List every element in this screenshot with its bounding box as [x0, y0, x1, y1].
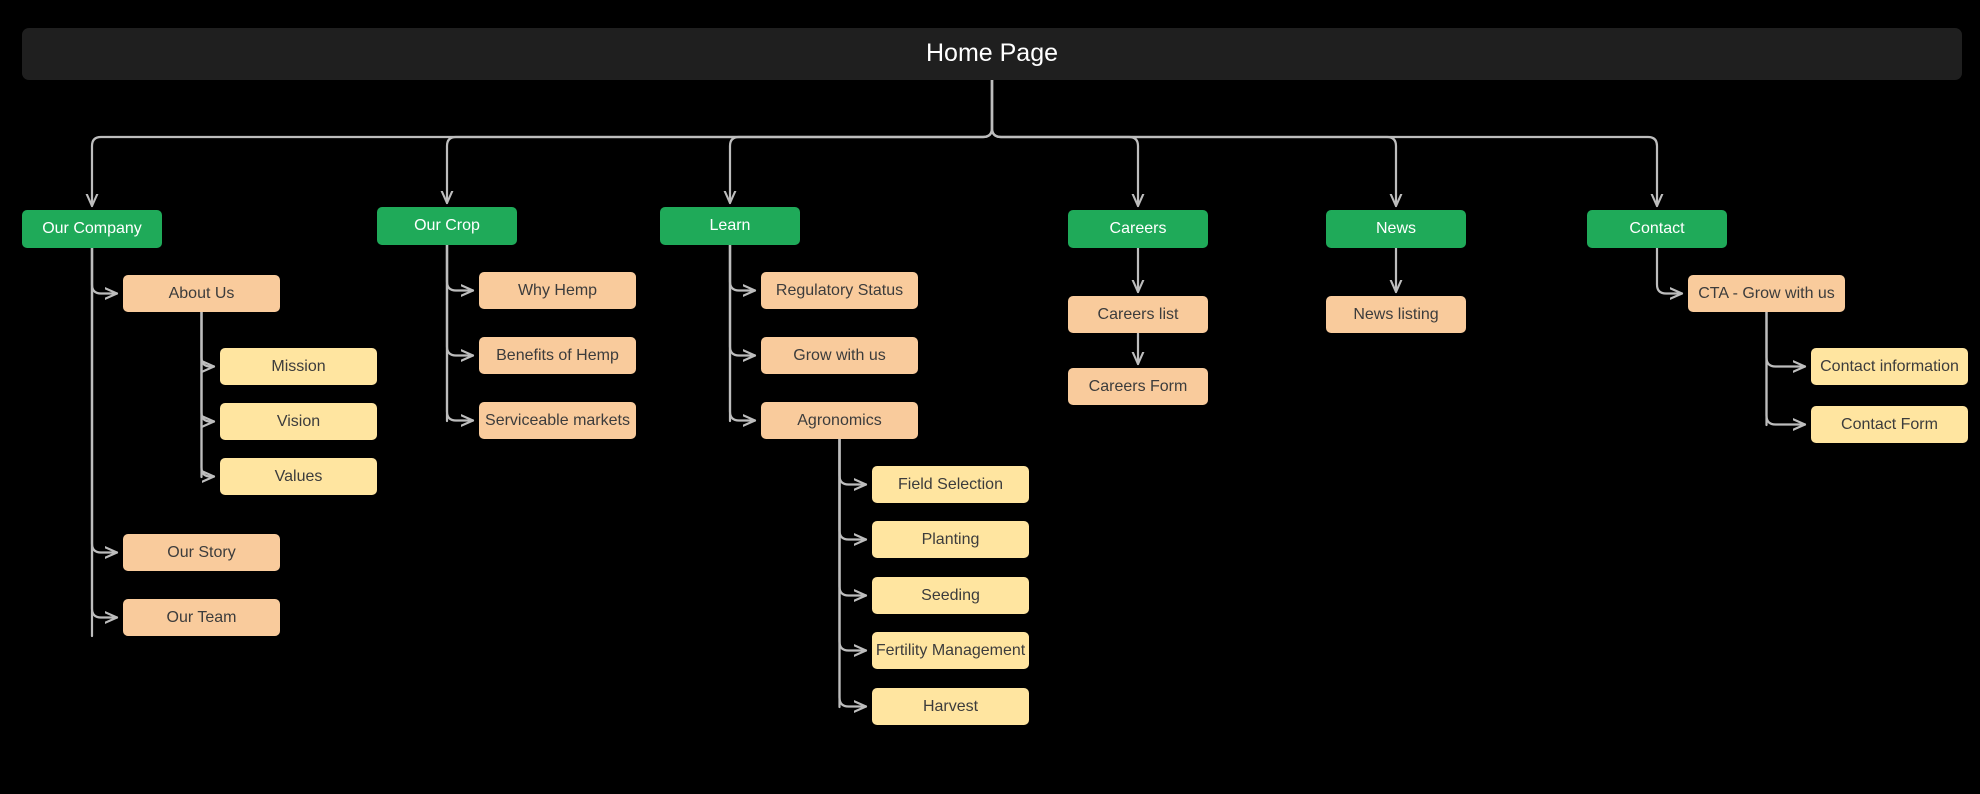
node-serviceable[interactable]: Serviceable markets	[479, 402, 636, 439]
node-label-grow-with-us: Grow with us	[793, 346, 886, 364]
node-benefits-hemp[interactable]: Benefits of Hemp	[479, 337, 636, 374]
edge-about-us-to-vision	[200, 310, 216, 422]
node-label-about-us: About Us	[168, 284, 235, 302]
edge-agronomics-to-harvest	[838, 437, 868, 707]
node-label-regulatory: Regulatory Status	[775, 281, 904, 299]
node-label-fertility: Fertility Management	[875, 641, 1026, 659]
node-label-our-team: Our Team	[166, 608, 237, 626]
node-label-our-crop: Our Crop	[414, 217, 480, 235]
node-about-us[interactable]: About Us	[123, 275, 280, 312]
node-grow-with-us[interactable]: Grow with us	[761, 337, 918, 374]
node-label-careers-list: Careers list	[1097, 305, 1179, 323]
edge-learn-to-grow-with-us	[728, 243, 757, 356]
node-careers-list[interactable]: Careers list	[1068, 296, 1208, 333]
node-contact-form[interactable]: Contact Form	[1811, 406, 1968, 443]
node-harvest[interactable]: Harvest	[872, 688, 1029, 725]
edge-our-crop-to-serviceable	[445, 243, 475, 421]
node-label-careers: Careers	[1109, 220, 1167, 238]
edge-home-to-news	[990, 78, 1396, 208]
node-label-careers-form: Careers Form	[1088, 377, 1188, 395]
edge-agronomics-to-planting	[838, 437, 868, 540]
node-news[interactable]: News	[1326, 210, 1466, 248]
node-label-vision: Vision	[276, 412, 321, 430]
edge-home-to-careers	[990, 78, 1138, 208]
node-our-story[interactable]: Our Story	[123, 534, 280, 571]
node-label-values: Values	[274, 467, 323, 485]
node-our-crop[interactable]: Our Crop	[377, 207, 517, 245]
node-regulatory[interactable]: Regulatory Status	[761, 272, 918, 309]
node-label-our-company: Our Company	[42, 220, 142, 238]
node-label-news-listing: News listing	[1353, 305, 1439, 323]
node-field-selection[interactable]: Field Selection	[872, 466, 1029, 503]
node-label-contact-info: Contact information	[1820, 357, 1959, 375]
edge-home-to-our-crop	[447, 78, 994, 205]
node-label-agronomics: Agronomics	[797, 411, 882, 429]
edge-about-us-to-mission	[200, 310, 216, 367]
edge-agronomics-to-fertility	[838, 437, 868, 651]
node-planting[interactable]: Planting	[872, 521, 1029, 558]
edge-cta-grow-to-contact-form	[1765, 310, 1807, 425]
node-our-team[interactable]: Our Team	[123, 599, 280, 636]
node-label-contact: Contact	[1629, 220, 1685, 238]
node-cta-grow[interactable]: CTA - Grow with us	[1688, 275, 1845, 312]
node-seeding[interactable]: Seeding	[872, 577, 1029, 614]
node-label-our-story: Our Story	[167, 543, 236, 561]
node-label-benefits-hemp: Benefits of Hemp	[496, 346, 619, 364]
node-label-why-hemp: Why Hemp	[517, 281, 598, 299]
node-contact[interactable]: Contact	[1587, 210, 1727, 248]
node-label-mission: Mission	[271, 357, 326, 375]
edge-home-to-contact	[990, 78, 1657, 208]
edge-about-us-to-values	[200, 310, 216, 477]
node-careers[interactable]: Careers	[1068, 210, 1208, 248]
node-label-learn: Learn	[709, 217, 751, 235]
node-fertility[interactable]: Fertility Management	[872, 632, 1029, 669]
edge-our-company-to-about-us	[90, 246, 119, 294]
node-agronomics[interactable]: Agronomics	[761, 402, 918, 439]
edge-learn-to-regulatory	[728, 243, 757, 291]
node-label-field-selection: Field Selection	[898, 475, 1003, 493]
edge-home-to-learn	[730, 78, 994, 205]
node-careers-form[interactable]: Careers Form	[1068, 368, 1208, 405]
node-learn[interactable]: Learn	[660, 207, 800, 245]
node-label-cta-grow: CTA - Grow with us	[1698, 284, 1835, 302]
edge-our-crop-to-benefits-hemp	[445, 243, 475, 356]
edge-cta-grow-to-contact-info	[1765, 310, 1807, 367]
edge-our-crop-to-why-hemp	[445, 243, 475, 291]
edge-contact-to-cta-grow	[1655, 246, 1684, 294]
node-label-serviceable: Serviceable markets	[485, 411, 630, 429]
node-our-company[interactable]: Our Company	[22, 210, 162, 248]
node-values[interactable]: Values	[220, 458, 377, 495]
node-vision[interactable]: Vision	[220, 403, 377, 440]
edge-our-company-to-our-team	[90, 246, 119, 618]
node-contact-info[interactable]: Contact information	[1811, 348, 1968, 385]
node-label-planting: Planting	[921, 530, 980, 548]
node-why-hemp[interactable]: Why Hemp	[479, 272, 636, 309]
node-news-listing[interactable]: News listing	[1326, 296, 1466, 333]
edge-agronomics-to-field-selection	[838, 437, 868, 485]
node-label-news: News	[1375, 220, 1416, 238]
node-label-home: Home Page	[925, 39, 1059, 68]
edge-agronomics-to-seeding	[838, 437, 868, 596]
edge-home-to-our-company	[92, 78, 994, 208]
node-label-contact-form: Contact Form	[1841, 415, 1938, 433]
edge-learn-to-agronomics	[728, 243, 757, 421]
node-home[interactable]: Home Page	[22, 28, 1962, 80]
node-label-harvest: Harvest	[922, 697, 979, 715]
node-label-seeding: Seeding	[921, 586, 980, 604]
node-mission[interactable]: Mission	[220, 348, 377, 385]
edge-our-company-to-our-story	[90, 246, 119, 553]
